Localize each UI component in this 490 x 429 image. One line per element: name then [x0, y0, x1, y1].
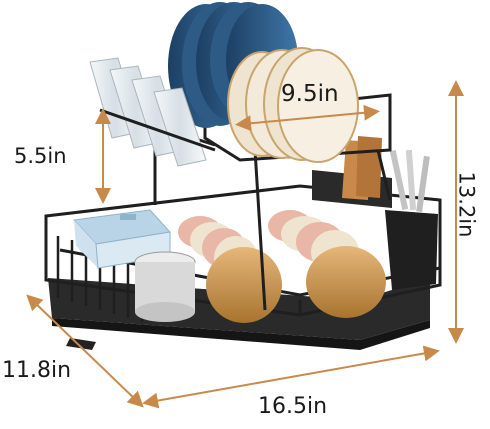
depth-label: 11.8in — [2, 358, 72, 383]
rack-uprights — [153, 149, 392, 311]
cutting-boards — [342, 136, 382, 200]
height-label: 13.2in — [454, 171, 479, 238]
tier-spacing-label: 5.5in — [14, 144, 67, 168]
width-label: 16.5in — [258, 394, 328, 419]
top-rack-width-label: 9.5in — [281, 81, 339, 107]
cup-holder-glasses — [89, 57, 216, 167]
bottom-plates — [178, 210, 386, 323]
dimension-arrows — [26, 80, 464, 409]
height-label-box: 13.2in — [451, 150, 479, 260]
bowl-stack-left — [134, 251, 196, 322]
